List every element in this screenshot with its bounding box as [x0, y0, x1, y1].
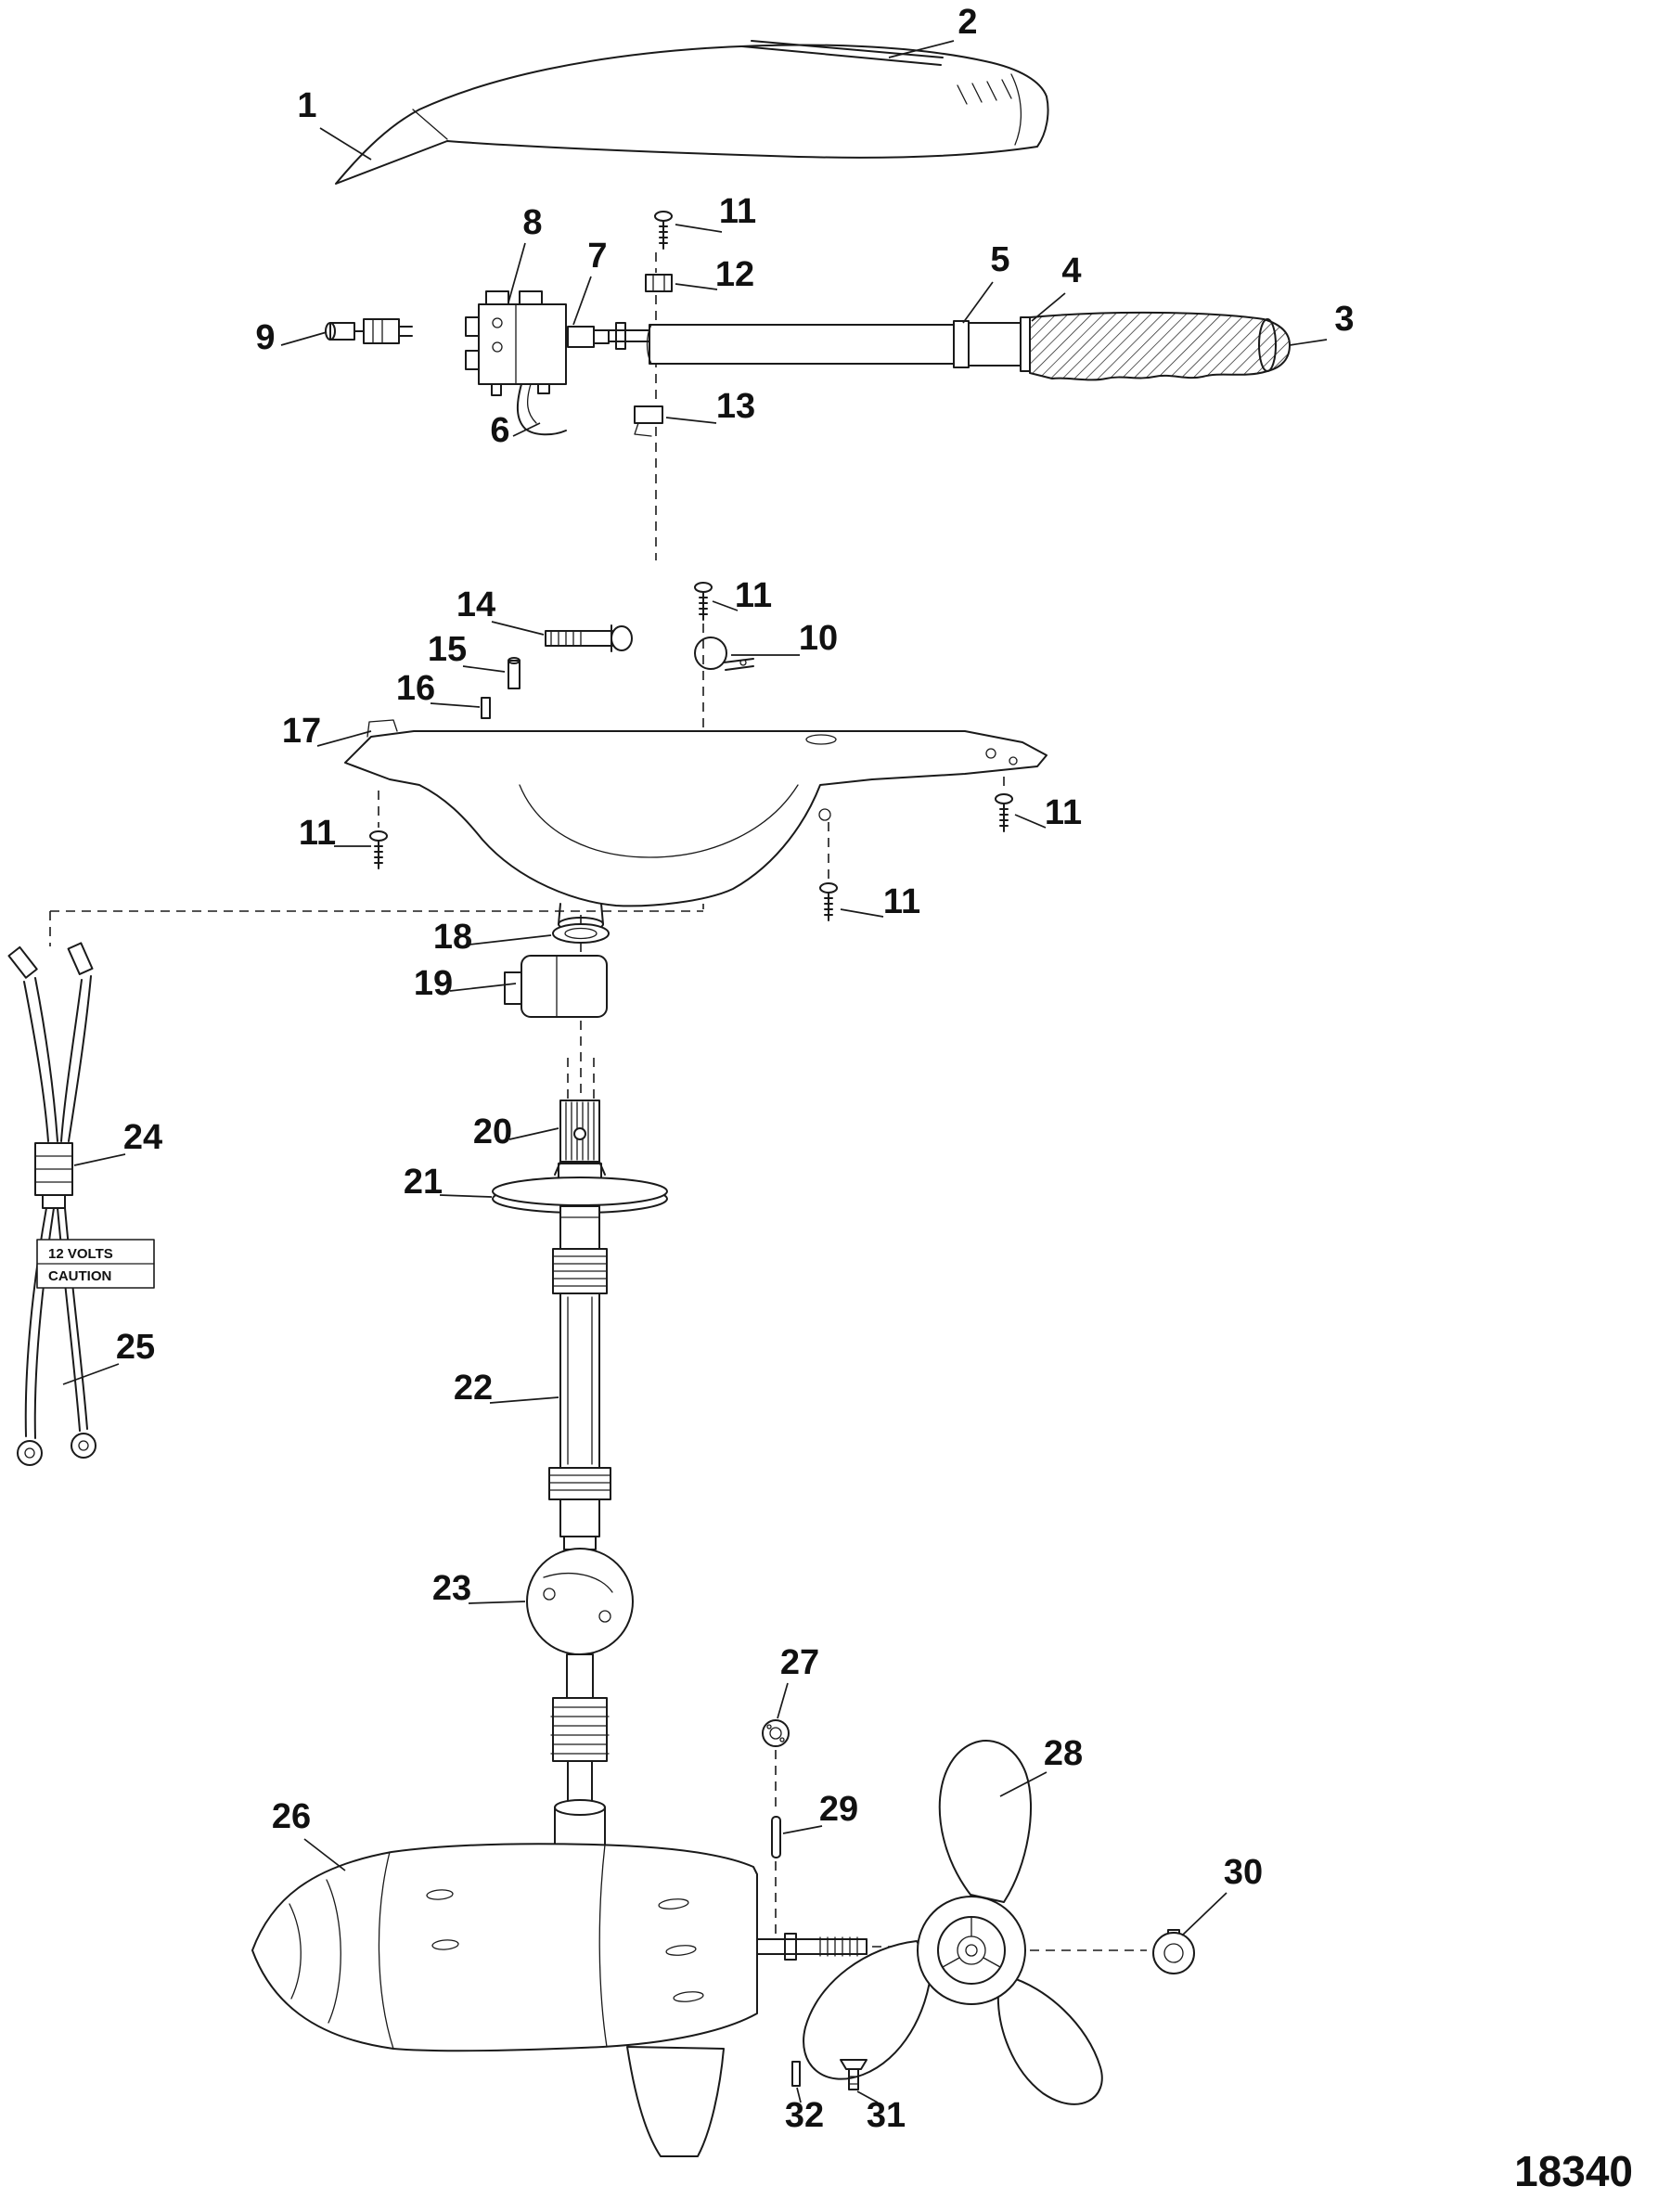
part-callout: 32	[785, 2096, 824, 2135]
part-callout: 27	[780, 1643, 819, 1682]
leader-lines	[62, 40, 1328, 2103]
drawing-number: 18340	[1514, 2147, 1633, 2195]
screw-drawing	[654, 211, 673, 250]
propeller-drawing	[803, 1740, 1103, 2105]
part-callout: 13	[716, 387, 755, 426]
part-callout: 3	[1334, 300, 1354, 339]
part-callout: 17	[282, 712, 321, 751]
pin-drawing	[508, 657, 521, 689]
anode-screw-drawing	[840, 2059, 868, 2090]
part-callout: 21	[404, 1163, 443, 1202]
part-callout: 30	[1224, 1853, 1263, 1892]
part-callout: 20	[473, 1112, 512, 1151]
callout-labels: 2 1 11 8 7 12 5 4 3 9 6 13 14 11 10 15 1…	[116, 3, 1355, 2135]
bolt-drawing	[545, 624, 633, 652]
part-callout: 10	[799, 619, 838, 658]
part-callout: 7	[587, 237, 607, 276]
prop-nut-drawing	[1152, 1929, 1195, 1974]
screw-drawing	[694, 582, 713, 621]
switch-connector-drawing	[567, 326, 610, 348]
part-callout: 11	[735, 576, 772, 615]
washer-drawing	[552, 923, 610, 944]
part-callout: 19	[414, 964, 453, 1003]
cover-drawing	[335, 44, 1049, 185]
part-callout: 5	[990, 240, 1009, 279]
part-callout: 23	[432, 1569, 471, 1608]
part-callout: 22	[454, 1369, 493, 1408]
tiller-tube-drawing	[608, 316, 1031, 372]
thrust-washer-drawing	[762, 1719, 790, 1747]
screw-drawing	[369, 830, 388, 869]
part-callout: 24	[123, 1118, 162, 1157]
mount-bracket-drawing	[516, 383, 567, 436]
part-callout: 11	[299, 814, 336, 853]
housing-drawing	[344, 719, 1047, 932]
part-callout: 16	[396, 669, 435, 708]
column-drawing	[548, 1205, 611, 1537]
part-callout: 26	[272, 1797, 311, 1836]
leadwire-plug-drawing	[325, 318, 413, 344]
part-callout: 9	[255, 318, 275, 357]
trim-strip-drawing	[741, 40, 944, 66]
voltage-caution-label	[36, 1239, 155, 1289]
wire-harness-drawing	[7, 942, 94, 1209]
coupler-drawing	[504, 955, 608, 1018]
part-callout: 18	[433, 918, 472, 957]
cable-clamp-drawing	[694, 637, 754, 671]
shear-pin-drawing	[771, 1816, 781, 1858]
part-callout: 28	[1044, 1734, 1083, 1773]
part-callout: 31	[867, 2096, 906, 2135]
spacer-drawing	[634, 405, 663, 437]
part-callout: 29	[819, 1790, 858, 1829]
part-callout: 11	[719, 192, 756, 231]
part-callout: 11	[883, 882, 920, 921]
screw-drawing	[819, 882, 838, 921]
part-callout: 15	[428, 630, 467, 669]
part-callout: 1	[297, 86, 316, 125]
part-callout: 12	[715, 255, 754, 294]
pin-drawing	[481, 697, 491, 719]
part-callout: 6	[490, 411, 509, 450]
battery-leads-drawing	[17, 1207, 96, 1466]
screw-drawing	[995, 793, 1013, 832]
handle-grip-drawing	[1029, 311, 1291, 381]
spacer-drawing	[645, 274, 673, 292]
spline-shaft-drawing	[554, 1100, 606, 1179]
voltage-label-line1: 12 VOLTS	[48, 1246, 113, 1262]
ball-joint-drawing	[526, 1536, 634, 1810]
part-callout: 4	[1061, 251, 1081, 290]
lower-unit-drawing	[251, 1799, 868, 2157]
part-callout: 8	[522, 203, 542, 242]
part-callout: 11	[1045, 793, 1082, 832]
voltage-label-line2: CAUTION	[48, 1268, 111, 1284]
part-callout: 2	[958, 3, 977, 42]
part-callout: 25	[116, 1328, 155, 1367]
switch-box-drawing	[465, 290, 567, 396]
part-callout: 14	[456, 585, 495, 624]
pin-drawing	[791, 2061, 801, 2087]
